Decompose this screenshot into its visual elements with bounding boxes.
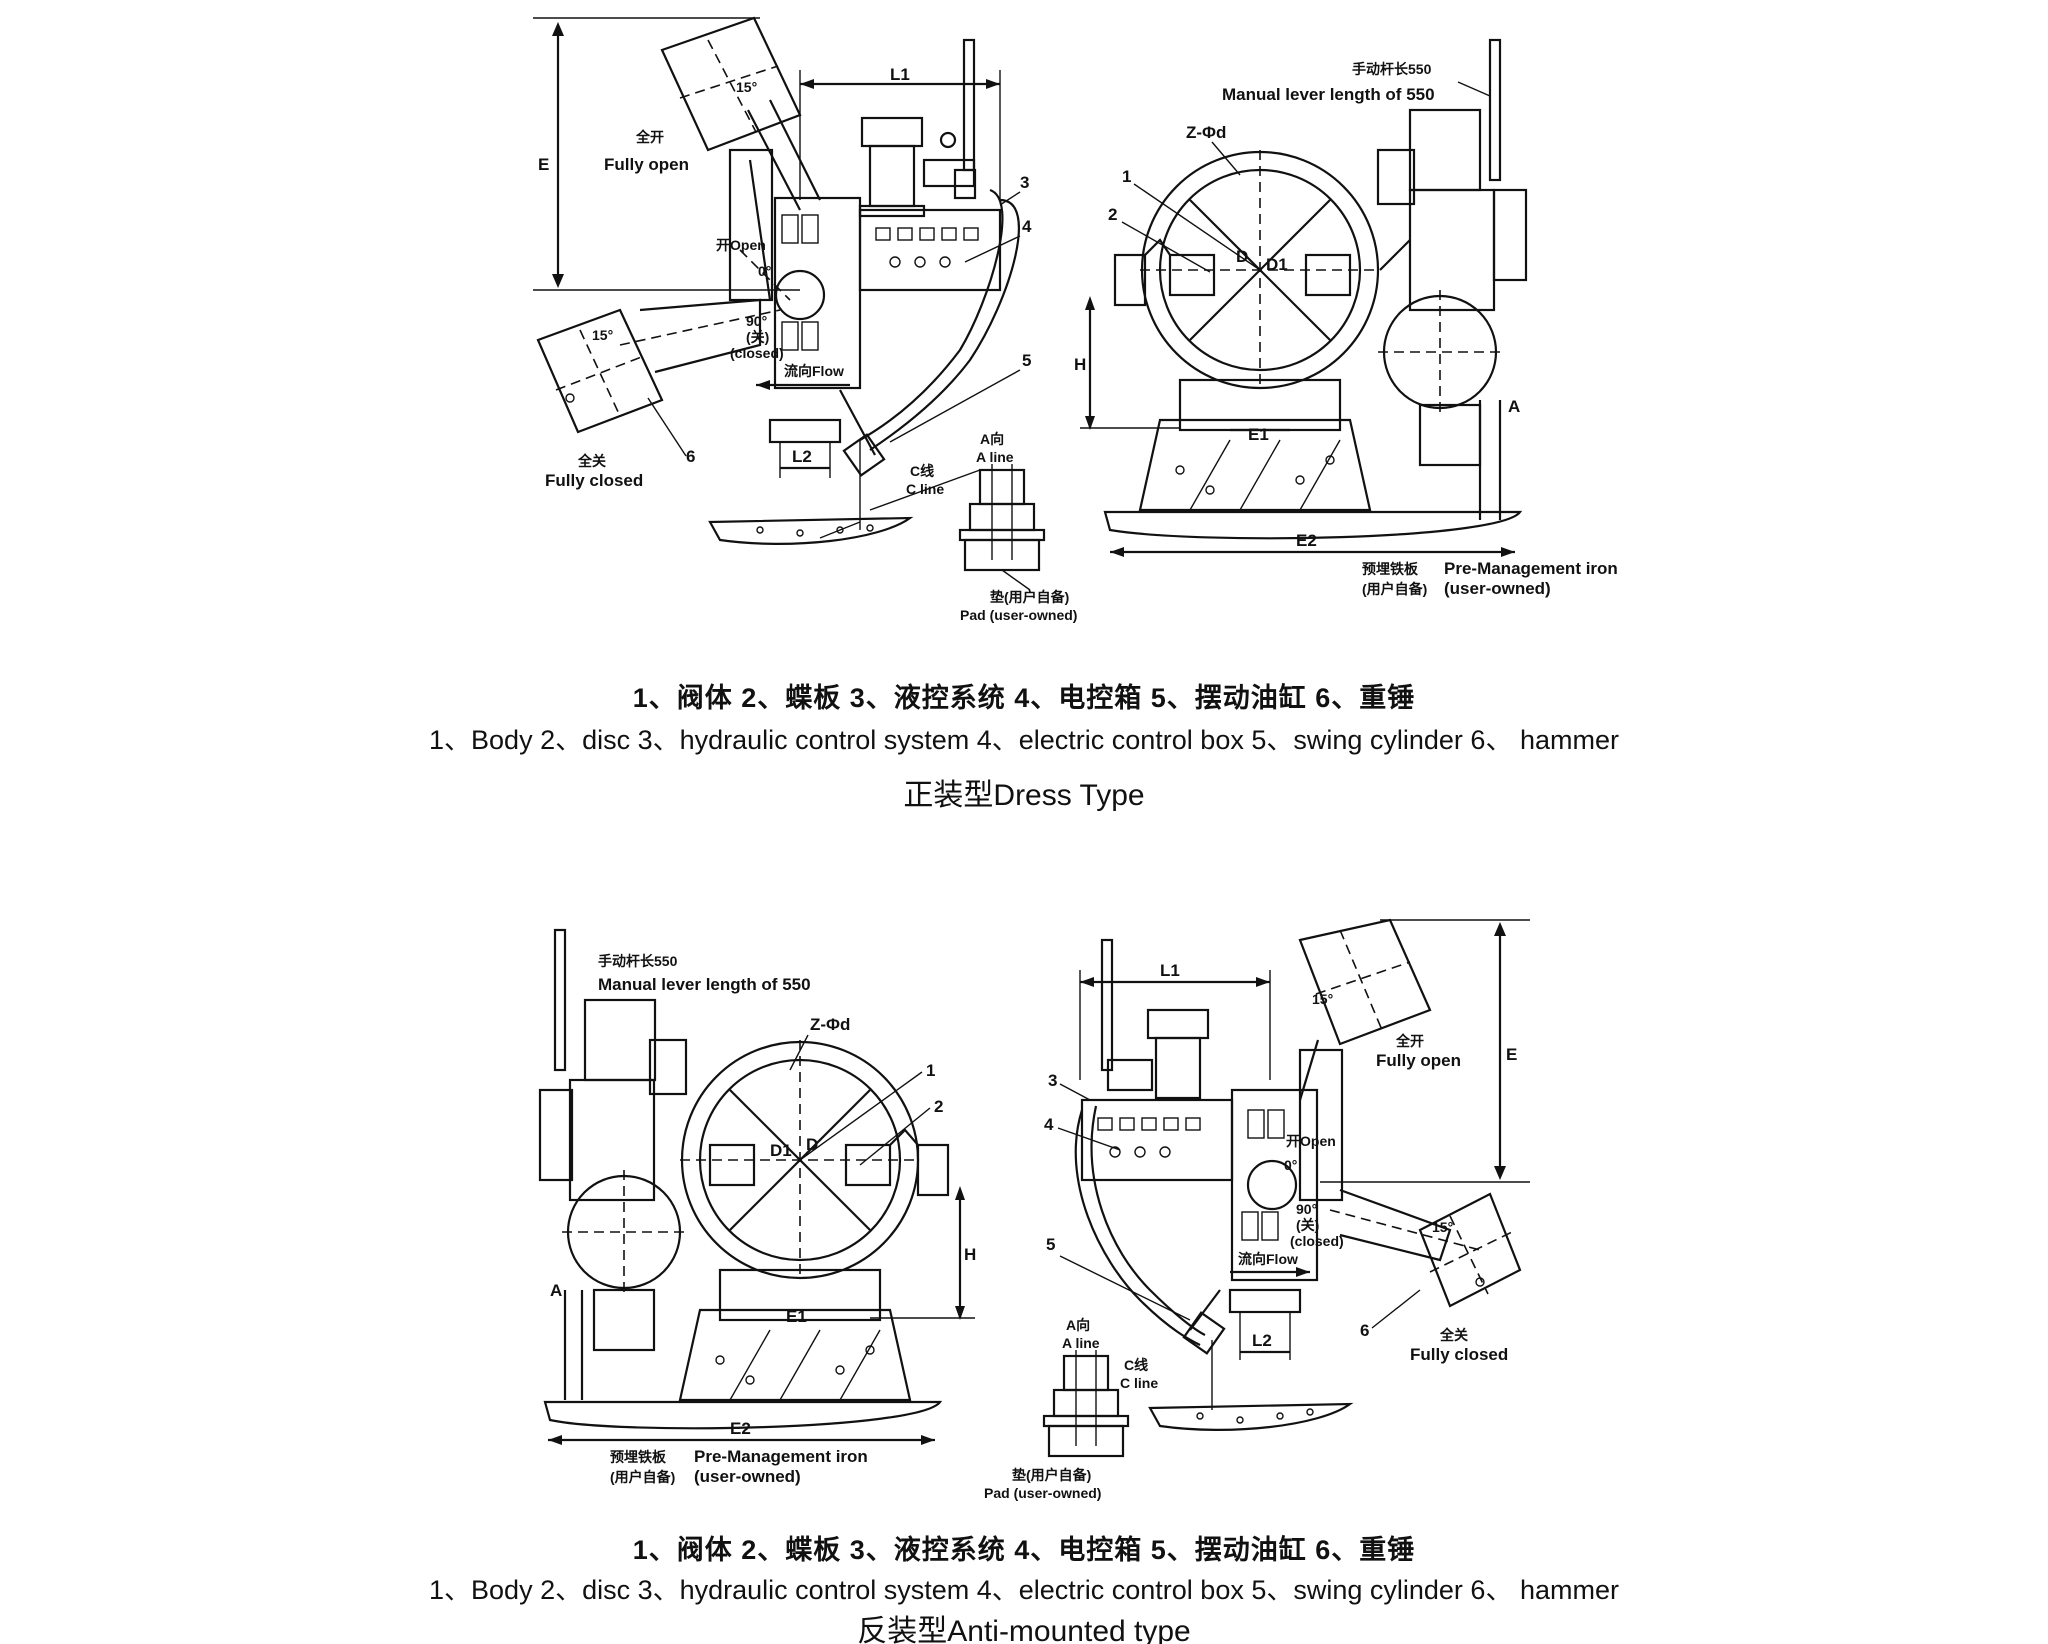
a-line-en: A line bbox=[976, 449, 1014, 465]
anti-c-line-en: C line bbox=[1120, 1375, 1158, 1391]
anti-fully-open-en: Fully open bbox=[1376, 1051, 1461, 1070]
iron-cn: 预埋铁板 bbox=[1362, 561, 1419, 577]
iron-en: Pre-Management iron bbox=[1444, 559, 1618, 578]
anti-c-line-cn: C线 bbox=[1124, 1357, 1148, 1373]
dress-side-view: E 15° 全开 Fully open L1 bbox=[533, 16, 1077, 623]
open-label: 开Open bbox=[716, 237, 766, 253]
anti-dim-e2-label: E2 bbox=[730, 1419, 751, 1438]
anti-callout-1: 1 bbox=[926, 1061, 935, 1080]
anti-callout-6: 6 bbox=[1360, 1321, 1369, 1340]
anti-angle-bottom: 15° bbox=[1432, 1219, 1453, 1235]
fully-open-en: Fully open bbox=[604, 155, 689, 174]
anti-a-dir-cn: A向 bbox=[1066, 1317, 1090, 1333]
anti-fully-closed-cn: 全关 bbox=[1439, 1327, 1468, 1343]
anti-flow-label: 流向Flow bbox=[1238, 1251, 1298, 1267]
anti-dim-l2-label: L2 bbox=[1252, 1331, 1272, 1350]
anti-closed-en: (closed) bbox=[1290, 1233, 1344, 1249]
d-label: D bbox=[1236, 247, 1248, 266]
closed-cn-label: (关) bbox=[746, 329, 769, 345]
anti-callout-4: 4 bbox=[1044, 1115, 1054, 1134]
dim-e1-label: E1 bbox=[1248, 425, 1269, 444]
user-en: (user-owned) bbox=[1444, 579, 1551, 598]
anti-user-en: (user-owned) bbox=[694, 1467, 801, 1486]
anti-iron-cn: 预埋铁板 bbox=[610, 1449, 667, 1465]
anti-deg-0-label: 0° bbox=[1284, 1157, 1297, 1173]
dress-front-view: 手动杆长550 Manual lever length of 550 Z-Φd … bbox=[1074, 38, 1618, 598]
anti-fully-closed-en: Fully closed bbox=[1410, 1345, 1508, 1364]
anti-pad-cn: 垫(用户自备) bbox=[1012, 1467, 1091, 1483]
zd-label: Z-Φd bbox=[1186, 123, 1226, 142]
anti-angle-top: 15° bbox=[1312, 991, 1333, 1007]
lever-en: Manual lever length of 550 bbox=[1222, 85, 1435, 104]
anti-a-label: A bbox=[550, 1281, 562, 1300]
deg-90-label: 90° bbox=[746, 313, 767, 329]
callout-1: 1 bbox=[1122, 167, 1131, 186]
dress-legend-cn: 1、阀体 2、蝶板 3、液控系统 4、电控箱 5、摆动油缸 6、重锤 bbox=[632, 683, 1416, 713]
a-dir-cn: A向 bbox=[980, 431, 1004, 447]
dim-e2-label: E2 bbox=[1296, 531, 1317, 550]
angle-top-label: 15° bbox=[736, 79, 757, 95]
anti-lever-en: Manual lever length of 550 bbox=[598, 975, 811, 994]
anti-pad-en: Pad (user-owned) bbox=[984, 1485, 1101, 1501]
anti-fully-open-cn: 全开 bbox=[1395, 1033, 1424, 1049]
anti-dim-l1-label: L1 bbox=[1160, 961, 1180, 980]
fully-closed-cn: 全关 bbox=[577, 453, 606, 469]
anti-callout-2: 2 bbox=[934, 1097, 943, 1116]
c-line-en: C line bbox=[906, 481, 944, 497]
anti-front-view: 手动杆长550 Manual lever length of 550 Z-Φd … bbox=[538, 928, 976, 1486]
closed-en-label: (closed) bbox=[730, 345, 784, 361]
callout-3: 3 bbox=[1020, 173, 1029, 192]
anti-legend-cn: 1、阀体 2、蝶板 3、液控系统 4、电控箱 5、摆动油缸 6、重锤 bbox=[632, 1535, 1416, 1565]
lever-cn: 手动杆长550 bbox=[1352, 61, 1432, 77]
anti-side-view: L1 3 4 开Open 0° 90° (关) (closed) 流向Flow bbox=[984, 918, 1530, 1501]
fully-open-cn: 全开 bbox=[635, 129, 664, 145]
anti-dim-h-label: H bbox=[964, 1245, 976, 1264]
anti-closed-cn: (关) bbox=[1296, 1217, 1319, 1233]
anti-a-line-en: A line bbox=[1062, 1335, 1100, 1351]
flow-label: 流向Flow bbox=[784, 363, 844, 379]
callout-5: 5 bbox=[1022, 351, 1031, 370]
anti-title: 反装型Anti-mounted type bbox=[857, 1615, 1191, 1644]
anti-callout-3: 3 bbox=[1048, 1071, 1057, 1090]
anti-dim-e-label: E bbox=[1506, 1045, 1517, 1064]
dim-l1-label: L1 bbox=[890, 65, 910, 84]
fully-closed-en: Fully closed bbox=[545, 471, 643, 490]
anti-callout-5: 5 bbox=[1046, 1235, 1055, 1254]
pad-cn: 垫(用户自备) bbox=[990, 589, 1069, 605]
dim-e-label: E bbox=[538, 155, 549, 174]
callout-2: 2 bbox=[1108, 205, 1117, 224]
anti-iron-en: Pre-Management iron bbox=[694, 1447, 868, 1466]
anti-deg-90-label: 90° bbox=[1296, 1201, 1317, 1217]
pad-en: Pad (user-owned) bbox=[960, 607, 1077, 623]
anti-dim-e1-label: E1 bbox=[786, 1307, 807, 1326]
anti-zd-label: Z-Φd bbox=[810, 1015, 850, 1034]
user-cn: (用户自备) bbox=[1362, 581, 1427, 597]
anti-open-label: 开Open bbox=[1286, 1133, 1336, 1149]
angle-bottom-label: 15° bbox=[592, 327, 613, 343]
dress-title: 正装型Dress Type bbox=[903, 779, 1145, 812]
deg-0-label: 0° bbox=[758, 263, 771, 279]
anti-d1-label: D1 bbox=[770, 1141, 792, 1160]
callout-6: 6 bbox=[686, 447, 695, 466]
c-line-cn: C线 bbox=[910, 463, 934, 479]
dim-l2-label: L2 bbox=[792, 447, 812, 466]
dim-h-label: H bbox=[1074, 355, 1086, 374]
a-label: A bbox=[1508, 397, 1520, 416]
anti-lever-cn: 手动杆长550 bbox=[598, 953, 678, 969]
dress-legend-en: 1、Body 2、disc 3、hydraulic control system… bbox=[429, 725, 1619, 755]
callout-4: 4 bbox=[1022, 217, 1032, 236]
anti-user-cn: (用户自备) bbox=[610, 1469, 675, 1485]
d1-label: D1 bbox=[1266, 255, 1288, 274]
anti-legend-en: 1、Body 2、disc 3、hydraulic control system… bbox=[429, 1575, 1619, 1605]
